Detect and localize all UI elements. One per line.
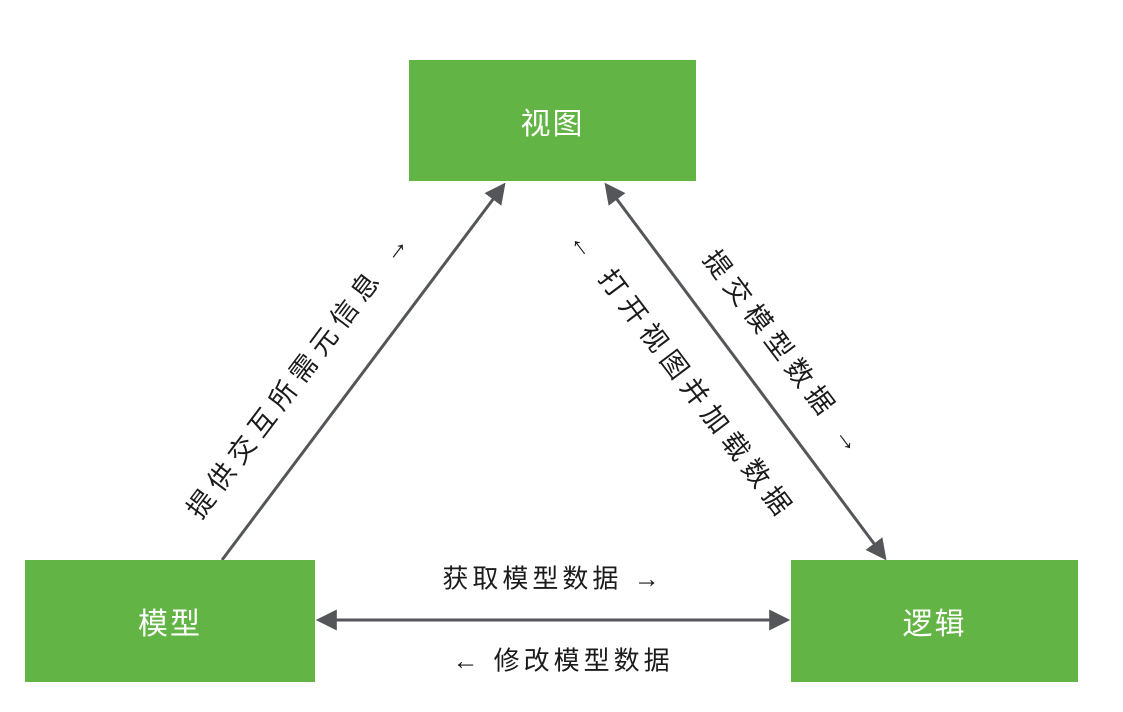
node-model-label: 模型 (138, 608, 202, 641)
arrow-model-to-view (220, 182, 506, 561)
node-view-label: 视图 (520, 107, 585, 141)
node-logic-label: 逻辑 (902, 608, 967, 641)
node-view: 视图 (409, 60, 696, 181)
arrow-view-logic (604, 182, 887, 561)
edge-label-get-model-data: 获取模型数据 → (442, 563, 664, 594)
edge-label-modify-model-data: ← 修改模型数据 (452, 645, 674, 676)
node-model: 模型 (25, 560, 315, 682)
node-logic: 逻辑 (791, 560, 1078, 682)
